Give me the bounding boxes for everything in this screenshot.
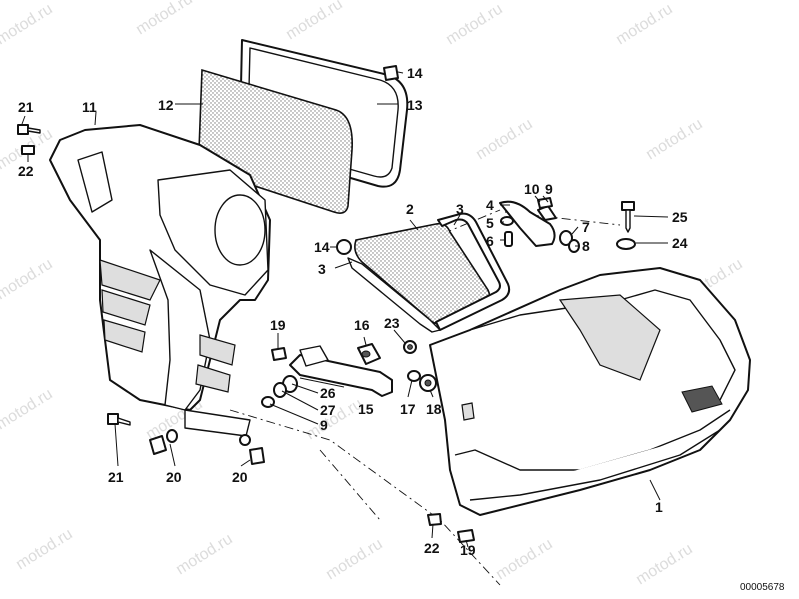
callout-12: 12: [158, 97, 174, 113]
watermark: motod.ru: [133, 0, 196, 38]
watermark: motod.ru: [323, 536, 386, 584]
callout-5: 5: [486, 215, 494, 231]
brace-arm: [289, 345, 393, 397]
watermark: motod.ru: [13, 526, 76, 574]
callout-1: 1: [655, 499, 663, 515]
callout-25: 25: [672, 209, 688, 225]
callout-13: 13: [407, 97, 423, 113]
callout-8: 8: [582, 238, 590, 254]
leader-lines: [21, 71, 669, 548]
watermark: motod.ru: [283, 0, 346, 43]
watermark: motod.ru: [0, 1, 56, 49]
main-front-fairing: [429, 267, 751, 516]
callout-21: 21: [108, 469, 124, 485]
callout-22: 22: [424, 540, 440, 556]
callout-19: 19: [270, 317, 286, 333]
callout-14: 14: [407, 65, 423, 81]
grommet: [357, 343, 381, 365]
watermark: motod.ru: [473, 116, 536, 164]
callout-21: 21: [18, 99, 34, 115]
screw-and-washer: [616, 201, 636, 250]
bolt: [149, 429, 265, 465]
callout-20: 20: [166, 469, 182, 485]
mirror-bracket-assembly: [499, 197, 580, 253]
watermark: motod.ru: [173, 531, 236, 579]
callout-27: 27: [320, 402, 336, 418]
lower-bracket: [184, 409, 251, 437]
plug-cap: [403, 340, 417, 354]
callout-3: 3: [318, 261, 326, 277]
callout-10: 10: [524, 181, 540, 197]
callout-14: 14: [314, 239, 330, 255]
watermark: motod.ru: [0, 386, 56, 434]
callout-7: 7: [582, 219, 590, 235]
watermark: motod.ru: [633, 541, 696, 589]
callout-26: 26: [320, 385, 336, 401]
callout-9: 9: [545, 181, 553, 197]
side-fairing-panel: [49, 124, 271, 411]
callout-3: 3: [456, 201, 464, 217]
screw: [17, 124, 131, 426]
callout-11: 11: [82, 99, 97, 115]
watermark: motod.ru: [613, 1, 676, 49]
rubber-grommet: [336, 65, 399, 255]
callout-2: 2: [406, 201, 414, 217]
callout-17: 17: [400, 401, 416, 417]
speed-nut: [271, 347, 287, 361]
callout-23: 23: [384, 315, 400, 331]
callout-15: 15: [358, 401, 374, 417]
watermark: motod.ru: [643, 116, 706, 164]
watermark: motod.ru: [443, 1, 506, 49]
speed-nut: [457, 529, 475, 543]
watermark: motod.ru: [0, 256, 56, 304]
watermark: motod.ru: [493, 536, 556, 584]
callout-9: 9: [320, 417, 328, 433]
callouts: 1 2 3 3 4 5 6 7 8 9 9 10 11 12 13 14 14 …: [18, 65, 688, 558]
washer-stack: [261, 375, 298, 408]
callout-24: 24: [672, 235, 688, 251]
callout-19: 19: [460, 542, 476, 558]
clip-nut: [21, 145, 442, 526]
callout-4: 4: [486, 197, 494, 213]
rubber-bushing: [407, 370, 437, 392]
drawing-code: 00005678: [740, 582, 785, 593]
callout-20: 20: [232, 469, 248, 485]
visor-frame: [347, 212, 511, 333]
callout-16: 16: [354, 317, 370, 333]
callout-18: 18: [426, 401, 442, 417]
callout-6: 6: [486, 233, 494, 249]
callout-22: 22: [18, 163, 34, 179]
